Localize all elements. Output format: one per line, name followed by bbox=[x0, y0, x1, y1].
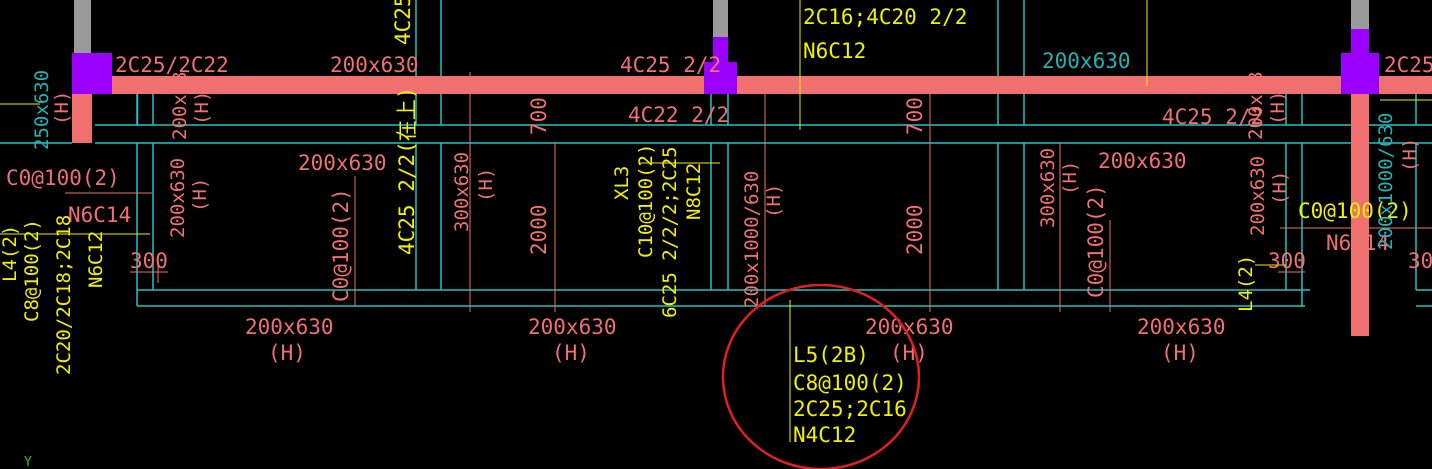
beam-size-label: 200x630 bbox=[167, 158, 189, 238]
dimension-label: 300 bbox=[130, 249, 168, 273]
beam-h-label: (H) bbox=[1059, 161, 1081, 195]
dimension-label: 700 bbox=[903, 97, 927, 135]
stirrup-label: C0@100(2) bbox=[329, 188, 353, 302]
reinforcement-label: 4C22 2/2 bbox=[628, 103, 729, 127]
beam-name-label: L4(2) bbox=[1235, 255, 1257, 312]
beam-size-label: 200x630 bbox=[298, 151, 387, 175]
beam-size-label: 200x630 bbox=[1042, 49, 1131, 73]
beam-h-label: (H) bbox=[1161, 341, 1199, 365]
beam-h-label: (H) bbox=[189, 178, 211, 212]
dimension-label: 700 bbox=[527, 97, 551, 135]
column-h-label: (H) bbox=[51, 91, 73, 125]
beam-size-label: 200x630 bbox=[245, 315, 334, 339]
column-size-label: 200x1000/630 bbox=[1375, 113, 1397, 250]
reinforcement-label: 2C25. bbox=[1384, 53, 1432, 77]
waist-bar-label: N6C12 bbox=[803, 39, 866, 63]
reinforcement-label: 2C25;2C16 bbox=[793, 397, 907, 421]
stirrup-label: C8@100(2) bbox=[793, 371, 907, 395]
waist-bar-label: N6C12 bbox=[85, 231, 107, 288]
stirrup-label: C0@100(2) bbox=[6, 166, 120, 190]
yellow-leaders bbox=[0, 0, 1432, 442]
reinforcement-label: 4C25 bbox=[391, 0, 415, 45]
reinforcement-label: 4C25 2/2 bbox=[620, 53, 721, 77]
stirrup-label: C10@100(2) bbox=[635, 144, 657, 258]
beam-name-label: XL3 bbox=[611, 166, 633, 200]
reinforcement-label: 4C25 2/2(在上) bbox=[395, 87, 419, 255]
beam-h-label: (H) bbox=[763, 184, 785, 218]
dimension-label: 30 bbox=[1408, 249, 1432, 273]
beam-size-label: 200x63 bbox=[1245, 71, 1267, 140]
beam-h-label: (H) bbox=[268, 341, 306, 365]
columns[interactable] bbox=[72, 29, 1379, 94]
beam-size-label: 300x630 bbox=[1037, 148, 1059, 228]
leader-lines bbox=[0, 72, 1432, 312]
stirrup-label: C0@100(2) bbox=[1298, 199, 1412, 223]
axis-y-label: Y bbox=[24, 455, 32, 469]
beam-name-label: L4(2) bbox=[0, 225, 21, 282]
beam-size-label: 200x630 bbox=[330, 53, 419, 77]
beam-size-label: 200x630 bbox=[1247, 156, 1269, 236]
beam-size-label: 200x630 bbox=[1137, 315, 1226, 339]
beam-size-label: 200x63 bbox=[169, 71, 191, 140]
beam-size-label: 200x1000/630 bbox=[741, 171, 763, 308]
waist-bar-label: N8C12 bbox=[683, 163, 705, 220]
column-size-label: 250x630 bbox=[31, 70, 53, 150]
waist-bar-label: N4C12 bbox=[793, 423, 856, 447]
dimension-label: 2000 bbox=[527, 204, 551, 255]
waist-bar-label: N6C14 bbox=[1326, 231, 1389, 255]
beam-size-label: 200x630 bbox=[1098, 149, 1187, 173]
beam-size-label: 300x630 bbox=[451, 152, 473, 232]
main-beam-reinforcement-label: 2C25/2C22 bbox=[115, 53, 229, 77]
beam-size-label: 200x630 bbox=[528, 315, 617, 339]
beam-h-label: (H) bbox=[890, 341, 928, 365]
column-stubs bbox=[74, 0, 1369, 53]
reinforcement-label: 6C25 2/2/2;2C25 bbox=[659, 146, 681, 318]
beam-reinforcement-label: 2C16;4C20 2/2 bbox=[803, 5, 967, 29]
dimension-label: 300 bbox=[1268, 249, 1306, 273]
beam-h-label: (H) bbox=[552, 341, 590, 365]
beam-h-label: (H) bbox=[475, 168, 497, 202]
highlight-circle bbox=[721, 283, 921, 469]
main-beam[interactable] bbox=[72, 76, 1432, 336]
beam-h-label: (H) bbox=[191, 91, 213, 125]
reinforcement-label: 2C20/2C18;2C18 bbox=[53, 215, 75, 375]
dimension-label: 2000 bbox=[903, 204, 927, 255]
stirrup-label: C8@100(2) bbox=[21, 219, 43, 322]
beam-outlines bbox=[0, 0, 1432, 307]
beam-name-label: L5(2B) bbox=[793, 343, 869, 367]
beam-h-label: (H) bbox=[1267, 91, 1289, 125]
column-h-label: (H) bbox=[1399, 138, 1421, 172]
stirrup-label: C0@100(2) bbox=[1084, 184, 1108, 298]
waist-bar-label: N6C14 bbox=[68, 203, 131, 227]
reinforcement-label: 4C25 2/2 bbox=[1162, 105, 1263, 129]
beam-h-label: (H) bbox=[1269, 171, 1291, 205]
